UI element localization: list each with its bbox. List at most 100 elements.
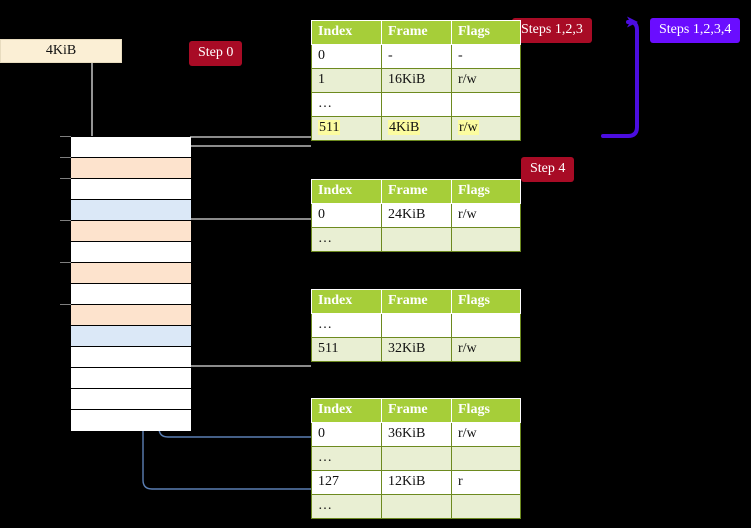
table-cell: 36KiB (381, 422, 452, 447)
column-header-index: Index (311, 20, 382, 45)
table-row: 511 4KiB r/w (311, 116, 521, 141)
table-cell: 511 (311, 116, 382, 141)
badge-steps-1-2-3: Steps 1,2,3 (512, 18, 592, 43)
memory-frame-tick (60, 262, 71, 263)
column-header-index: Index (311, 179, 382, 204)
table-cell: r/w (451, 116, 521, 141)
memory-frame-row (71, 368, 191, 389)
badge-step-0: Step 0 (189, 41, 243, 66)
table-cell: … (311, 446, 382, 471)
table-cell: r/w (451, 68, 521, 93)
memory-frame-tick (60, 220, 71, 221)
column-header-flags: Flags (451, 289, 521, 314)
table-cell (381, 227, 452, 252)
table-cell: 1 (311, 68, 382, 93)
table-cell (381, 494, 452, 519)
column-header-flags: Flags (451, 20, 521, 45)
memory-frame-row (71, 284, 191, 305)
badge-step-4: Step 4 (521, 157, 575, 182)
memory-frame-row (71, 263, 191, 284)
table-cell: r/w (451, 422, 521, 447)
column-header-frame: Frame (381, 398, 452, 423)
table-cell: - (381, 44, 452, 69)
table-cell (381, 92, 452, 117)
table-cell: - (451, 44, 521, 69)
memory-frame-row (71, 179, 191, 200)
memory-frame-row (71, 389, 191, 410)
table-row: … (311, 313, 521, 338)
frame-size-box: 4KiB (0, 39, 122, 63)
physical-memory-column (70, 136, 191, 431)
table-cell: r/w (451, 337, 521, 362)
table-cell: … (311, 313, 382, 338)
table-cell: 4KiB (381, 116, 452, 141)
table-row: … (311, 446, 521, 471)
table-cell: 12KiB (381, 470, 452, 495)
table-cell: 0 (311, 44, 382, 69)
memory-frame-row (71, 326, 191, 347)
table-row: … (311, 92, 521, 117)
memory-frame-row (71, 221, 191, 242)
memory-frame-row (71, 410, 191, 431)
column-header-flags: Flags (451, 398, 521, 423)
connector-table3-to-memory (169, 312, 311, 367)
table-cell: 32KiB (381, 337, 452, 362)
table-row: … (311, 227, 521, 252)
table-cell (451, 446, 521, 471)
table-row: … (311, 494, 521, 519)
memory-frame-tick (60, 178, 71, 179)
frame-size-label: 4KiB (45, 43, 77, 58)
highlighted-value: r/w (458, 120, 479, 135)
memory-frame-row (71, 305, 191, 326)
table-cell: 0 (311, 422, 382, 447)
table-cell: 24KiB (381, 203, 452, 228)
table-cell: r/w (451, 203, 521, 228)
table-cell: 0 (311, 203, 382, 228)
memory-frame-tick (60, 304, 71, 305)
memory-frame-row (71, 200, 191, 221)
table-cell (451, 227, 521, 252)
highlighted-value: 4KiB (388, 120, 421, 135)
table-cell (451, 92, 521, 117)
memory-frame-row (71, 242, 191, 263)
connector-steps-loop (601, 16, 639, 138)
memory-frame-tick (60, 157, 71, 158)
table-cell (381, 313, 452, 338)
table-cell (381, 446, 452, 471)
table-cell: … (311, 494, 382, 519)
table-cell: 127 (311, 470, 382, 495)
table-cell: r (451, 470, 521, 495)
column-header-index: Index (311, 289, 382, 314)
memory-frame-row (71, 137, 191, 158)
highlighted-value: 511 (318, 120, 341, 135)
table-cell: … (311, 92, 382, 117)
table-cell: … (311, 227, 382, 252)
table-cell (451, 313, 521, 338)
table-cell (451, 494, 521, 519)
connector-memcol-hook-top (169, 145, 311, 156)
column-header-frame: Frame (381, 179, 452, 204)
column-header-frame: Frame (381, 289, 452, 314)
table-row: 0-- (311, 44, 521, 69)
table-cell: 16KiB (381, 68, 452, 93)
column-header-frame: Frame (381, 20, 452, 45)
connector-table2-to-memory (174, 218, 311, 249)
memory-frame-row (71, 158, 191, 179)
column-header-index: Index (311, 398, 382, 423)
table-cell: 511 (311, 337, 382, 362)
column-header-flags: Flags (451, 179, 521, 204)
